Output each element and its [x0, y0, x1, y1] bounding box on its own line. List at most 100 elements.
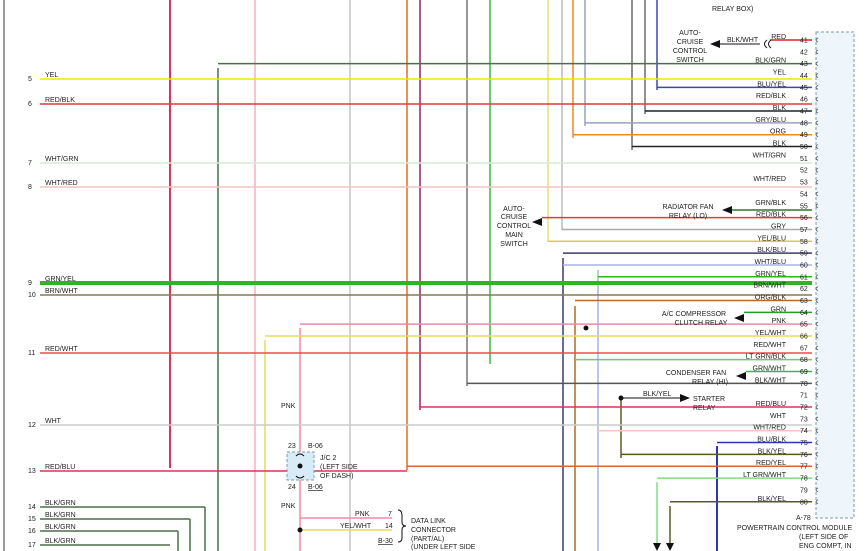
- pcm-pin-wire-label: RED/YEL: [756, 460, 786, 467]
- auto-cruise-switch-label-1: AUTO-: [679, 30, 701, 37]
- left-wire-number: 14: [28, 504, 36, 511]
- pcm-pin-wire-label: LT GRN/BLK: [746, 354, 787, 361]
- pin-connector-icon: [815, 262, 819, 268]
- pcm-pin-wire-label: GRY: [771, 223, 786, 230]
- pcm-pin-wire-label: BLK/YEL: [758, 496, 787, 503]
- pcm-pin-number: 74: [800, 428, 808, 435]
- dlc-pin-1: 7: [388, 511, 392, 518]
- pcm-pin-number: 80: [800, 499, 808, 506]
- pin-connector-icon: [815, 416, 819, 422]
- pin-connector-icon: [815, 191, 819, 197]
- pcm-pin-number: 60: [800, 262, 808, 269]
- starter-relay: BLK/YEL STARTER RELAY: [618, 391, 725, 412]
- pin-connector-icon: [815, 333, 819, 339]
- pcm-pin-wire-label: ORG: [770, 129, 786, 136]
- dlc-wire-2-label: YEL/WHT: [340, 523, 372, 530]
- pnk-upper-label: PNK: [281, 403, 296, 410]
- pin-connector-icon: [815, 309, 819, 315]
- pcm-pin-wire-label: WHT/RED: [753, 176, 786, 183]
- jc2-label-2: (LEFT SIDE: [320, 464, 358, 471]
- pcm-pin-wire-label: BRN/WHT: [753, 283, 786, 290]
- left-wire-label: GRN/YEL: [45, 276, 76, 283]
- pcm-pin-number: 76: [800, 452, 808, 459]
- pin-connector-icon: [815, 321, 819, 327]
- condenser-relay-label-2: RELAY (HI): [692, 379, 728, 386]
- pcm-pin-number: 55: [800, 203, 808, 210]
- pcm-pin-number: 54: [800, 191, 808, 198]
- pcm-pin-number: 77: [800, 464, 808, 471]
- pcm-pin-number: 58: [800, 239, 808, 246]
- pin-connector-icon: [815, 274, 819, 280]
- pcm-pin-wire-label: BLU/BLK: [757, 437, 786, 444]
- starter-relay-label-2: RELAY: [693, 405, 716, 412]
- pcm-pin-number: 45: [800, 85, 808, 92]
- dlc-label-2: CONNECTOR: [411, 527, 456, 534]
- arrow-icon: [736, 372, 746, 380]
- pcm-pin-wire-label: GRN: [770, 306, 786, 313]
- pcm-pin-wire-label: WHT/RED: [753, 425, 786, 432]
- connector-icon: [295, 453, 305, 479]
- condenser-fan-relay: CONDENSER FAN RELAY (HI): [666, 370, 746, 386]
- pcm-pin-number: 51: [800, 156, 808, 163]
- pcm-pin-number: 61: [800, 274, 808, 281]
- pcm-pin-wire-label: WHT/BLU: [755, 259, 787, 266]
- pin-connector-icon: [815, 96, 819, 102]
- pin-connector-icon: [815, 381, 819, 386]
- pin-connector-icon: [815, 203, 819, 209]
- left-wire-number: 8: [28, 184, 32, 191]
- dlc-label-4: (UNDER LEFT SIDE: [411, 544, 476, 551]
- main-switch-label-1: AUTO-: [503, 206, 525, 213]
- left-wire-labels: 5YEL6RED/BLK7WHT/GRN8WHT/RED9GRN/YEL10BR…: [28, 72, 78, 549]
- arrow-icon: [734, 314, 744, 322]
- pin-connector-icon: [815, 215, 819, 220]
- pin-connector-icon: [815, 345, 819, 351]
- pcm-pin-number: 47: [800, 109, 808, 116]
- left-wire-number: 13: [28, 468, 36, 475]
- pcm-pin-number: 65: [800, 322, 808, 329]
- left-wire-number: 5: [28, 76, 32, 83]
- left-wire-label: RED/BLK: [45, 97, 75, 104]
- pcm-pin-number: 52: [800, 168, 808, 175]
- starter-relay-label-1: STARTER: [693, 396, 725, 403]
- pin-connector-icon: [815, 428, 819, 434]
- pcm-pin-number: 49: [800, 132, 808, 139]
- left-wire-label: BLK/GRN: [45, 500, 76, 507]
- dlc-pin-2: 14: [385, 523, 393, 530]
- pcm-pin-wire-label: RED/BLK: [756, 93, 786, 100]
- jc2-ref-bottom: B-06: [308, 484, 323, 491]
- left-wire-label: BLK/GRN: [45, 538, 76, 545]
- pin-connector-icon: [815, 286, 819, 291]
- pcm-pin-wire-label: RED: [771, 34, 786, 41]
- left-wire-label: BLK/GRN: [45, 524, 76, 531]
- pcm-pin-number: 57: [800, 227, 808, 234]
- arrow-down-icon: [666, 543, 674, 551]
- left-wire-label: RED/WHT: [45, 346, 78, 353]
- ac-relay-label-1: A/C COMPRESSOR: [662, 311, 726, 318]
- pcm-pin-wire-label: GRY/BLU: [755, 117, 786, 124]
- pcm-pin-wire-label: BLK/YEL: [758, 448, 787, 455]
- pcm-pin-number: 56: [800, 215, 808, 222]
- pcm-pin-wire-label: YEL: [773, 70, 786, 77]
- pin-connector-icon: [815, 298, 819, 303]
- pnk-lower-label: PNK: [281, 503, 296, 510]
- pcm-pin-number: 50: [800, 144, 808, 151]
- pin-connector-icon: [815, 37, 819, 43]
- pcm-connector-box: [815, 31, 855, 519]
- auto-cruise-switch: AUTO- CRUISE CONTROL SWITCH BLK/WHT: [673, 30, 772, 64]
- pin-connector-icon: [815, 49, 819, 55]
- pin-connector-icon: [815, 179, 819, 185]
- pcm-pin-wire-label: BLK: [773, 105, 787, 112]
- pin-connector-icon: [815, 369, 819, 374]
- pin-connector-icon: [815, 487, 819, 493]
- pcm-pin-number: 43: [800, 61, 808, 68]
- pcm-pin-number: 67: [800, 345, 808, 352]
- pcm-pin-wire-label: YEL/BLU: [757, 235, 786, 242]
- pcm-pin-wire-label: RED/BLK: [756, 212, 786, 219]
- radiator-relay-label-2: RELAY (LO): [669, 213, 707, 220]
- pcm-pin-wire-label: ORG/BLK: [755, 294, 786, 301]
- ac-compressor-relay: A/C COMPRESSOR CLUTCH RELAY: [662, 311, 744, 327]
- jc2-pin-top: 23: [288, 443, 296, 450]
- left-wire-number: 15: [28, 516, 36, 523]
- auto-cruise-main-switch: AUTO- CRUISE CONTROL MAIN SWITCH: [497, 206, 542, 248]
